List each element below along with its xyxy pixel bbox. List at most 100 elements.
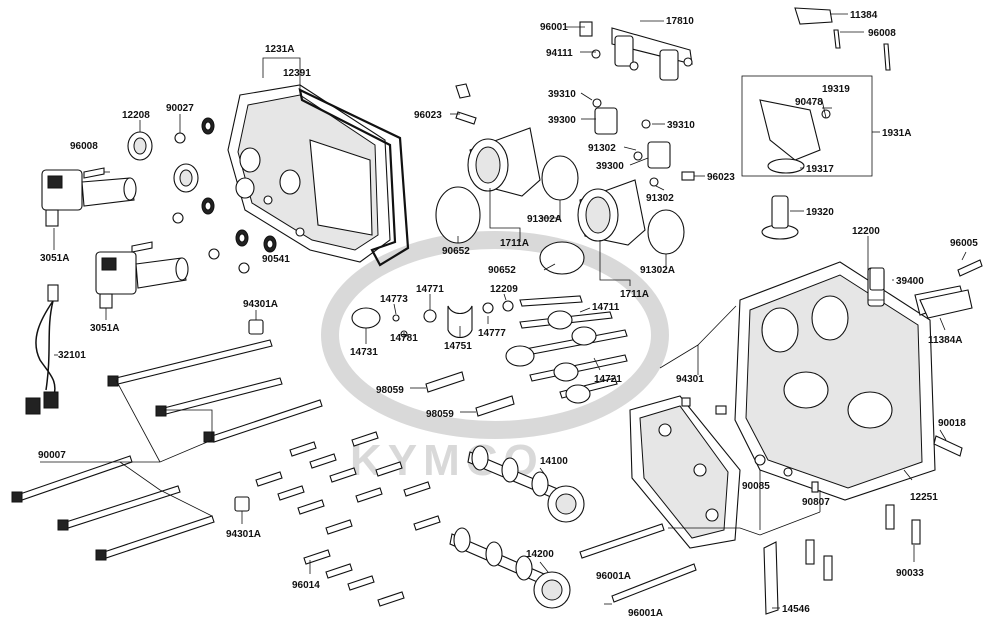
part-label-90027: 90027 (166, 103, 194, 114)
studs-drawing (805, 504, 921, 581)
top-right-brackets-drawing (794, 7, 891, 71)
long-studs-drawing (579, 523, 697, 603)
part-label-90007: 90007 (38, 450, 66, 461)
camshaft-drawing-a (467, 445, 585, 523)
plug-drawing-b (783, 467, 793, 477)
part-label-90478: 90478 (795, 97, 823, 108)
part-label-3051A-a: 3051A (40, 253, 69, 264)
head-cover-gasket-drawing (298, 88, 410, 267)
wire-harness-drawing (25, 284, 59, 415)
part-label-19317: 19317 (806, 164, 834, 175)
leader-lines (40, 13, 967, 609)
part-label-14721: 14721 (594, 374, 622, 385)
ignition-coil-drawing-a (41, 169, 137, 227)
camshaft-drawing-b (449, 527, 571, 609)
long-head-bolts-drawing (11, 339, 323, 561)
thermostat-group-box (741, 75, 873, 177)
part-label-17810: 17810 (666, 16, 694, 27)
fuel-rail-drawing (579, 21, 693, 81)
cam-holder-drawing (629, 395, 741, 549)
part-label-39310-b: 39310 (667, 120, 695, 131)
part-label-94111: 94111 (546, 48, 573, 59)
part-label-14771: 14771 (416, 284, 444, 295)
part-label-14781: 14781 (390, 333, 418, 344)
part-label-14200: 14200 (526, 549, 554, 560)
part-label-12391: 12391 (283, 68, 311, 79)
part-label-39400: 39400 (896, 276, 924, 287)
part-label-19320: 19320 (806, 207, 834, 218)
dowel-drawing (681, 397, 691, 407)
part-drawings (11, 7, 983, 615)
dowel-drawing-b (715, 405, 727, 415)
plug-drawing-a (754, 454, 766, 466)
part-labels: 96001 17810 11384 96008 94111 1231A 1239… (38, 10, 978, 619)
part-label-39300-a: 39300 (548, 115, 576, 126)
part-label-90652-a: 90652 (442, 246, 470, 257)
cylinder-head-drawing (734, 261, 965, 501)
part-label-3051A-b: 3051A (90, 323, 119, 334)
part-label-14777: 14777 (478, 328, 506, 339)
part-label-12208: 12208 (122, 110, 150, 121)
part-label-94301A-b: 94301A (226, 529, 261, 540)
sleeve-drawing-b (234, 496, 250, 512)
part-label-90807: 90807 (802, 497, 830, 508)
part-label-96001-top: 96001 (540, 22, 568, 33)
part-label-19319: 19319 (822, 84, 850, 95)
part-label-11384A: 11384A (928, 335, 962, 346)
part-label-12209: 12209 (490, 284, 518, 295)
part-label-98059-b: 98059 (426, 409, 454, 420)
part-label-14731: 14731 (350, 347, 378, 358)
part-label-14546: 14546 (782, 604, 810, 615)
part-label-91302A-b: 91302A (640, 265, 675, 276)
part-label-90541: 90541 (262, 254, 290, 265)
part-label-1711A-a: 1711A (500, 238, 529, 249)
part-label-96023-a: 96023 (414, 110, 442, 121)
chain-guide-drawing (763, 541, 779, 615)
clamp-drawings (435, 186, 585, 275)
head-cover-drawing (227, 84, 391, 263)
part-label-94301A-a: 94301A (243, 299, 278, 310)
part-label-96005: 96005 (950, 238, 978, 249)
part-label-90033: 90033 (896, 568, 924, 579)
part-label-91302-b: 91302 (646, 193, 674, 204)
spark-plugs-drawing (425, 371, 515, 417)
part-label-96001A-b: 96001A (628, 608, 663, 619)
sleeve-drawing-a (248, 319, 264, 335)
sensor-drawing (869, 267, 885, 291)
part-label-14773: 14773 (380, 294, 408, 305)
injector-drawings (592, 98, 695, 187)
part-label-94301: 94301 (676, 374, 704, 385)
part-label-1231A: 1231A (265, 44, 294, 55)
part-label-39310-a: 39310 (548, 89, 576, 100)
intake-manifold-drawing-b (577, 179, 685, 255)
part-label-91302A-a: 91302A (527, 214, 562, 225)
part-label-14100: 14100 (540, 456, 568, 467)
bolt-90018-drawing (933, 435, 963, 457)
part-label-96008-left: 96008 (70, 141, 98, 152)
bolt-96005-drawing (957, 259, 983, 277)
part-label-14711: 14711 (592, 302, 620, 313)
part-label-90652-b: 90652 (488, 265, 516, 276)
part-label-98059-a: 98059 (376, 385, 404, 396)
part-label-14751: 14751 (444, 341, 472, 352)
small-bolts-drawing (83, 83, 477, 253)
part-label-11384: 11384 (850, 10, 878, 21)
ignition-coil-drawing-b (95, 251, 189, 309)
plug-drawing-c (811, 481, 819, 493)
part-label-96023-b: 96023 (707, 172, 735, 183)
part-label-1931A: 1931A (882, 128, 911, 139)
part-label-12200: 12200 (852, 226, 880, 237)
bracket-11384A-drawing (919, 289, 973, 319)
part-label-96008-top: 96008 (868, 28, 896, 39)
part-label-96014: 96014 (292, 580, 320, 591)
part-label-91302-a: 91302 (588, 143, 616, 154)
valve-train-drawing (351, 295, 628, 404)
part-label-96001A-a: 96001A (596, 571, 631, 582)
medium-bolts-drawing (255, 431, 441, 607)
thermostat-housing-drawing (759, 99, 831, 240)
part-label-39300-b: 39300 (596, 161, 624, 172)
part-label-90018: 90018 (938, 418, 966, 429)
intake-manifold-drawing-a (467, 127, 579, 201)
part-label-12251: 12251 (910, 492, 938, 503)
